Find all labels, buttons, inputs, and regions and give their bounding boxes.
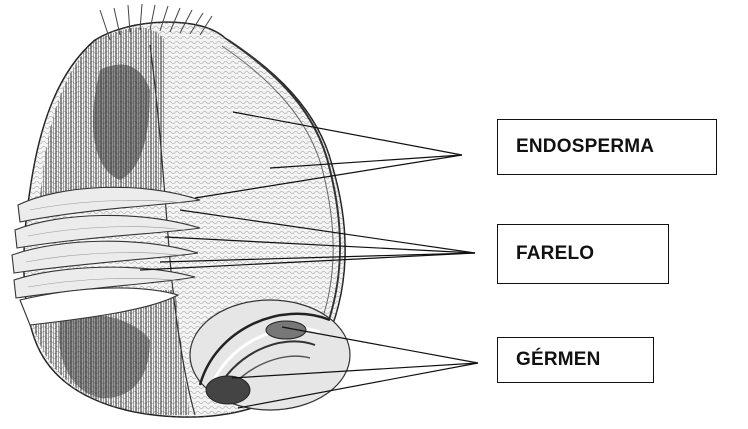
- kernel-illustration: [0, 0, 360, 429]
- farelo-label: FARELO: [498, 243, 594, 265]
- germen-label: GÉRMEN: [498, 349, 601, 371]
- farelo-label-box: FARELO: [497, 224, 669, 284]
- germen-label-box: GÉRMEN: [497, 337, 654, 383]
- endosperma-label-box: ENDOSPERMA: [497, 119, 717, 175]
- endosperma-label: ENDOSPERMA: [498, 136, 654, 158]
- germ: [190, 300, 350, 410]
